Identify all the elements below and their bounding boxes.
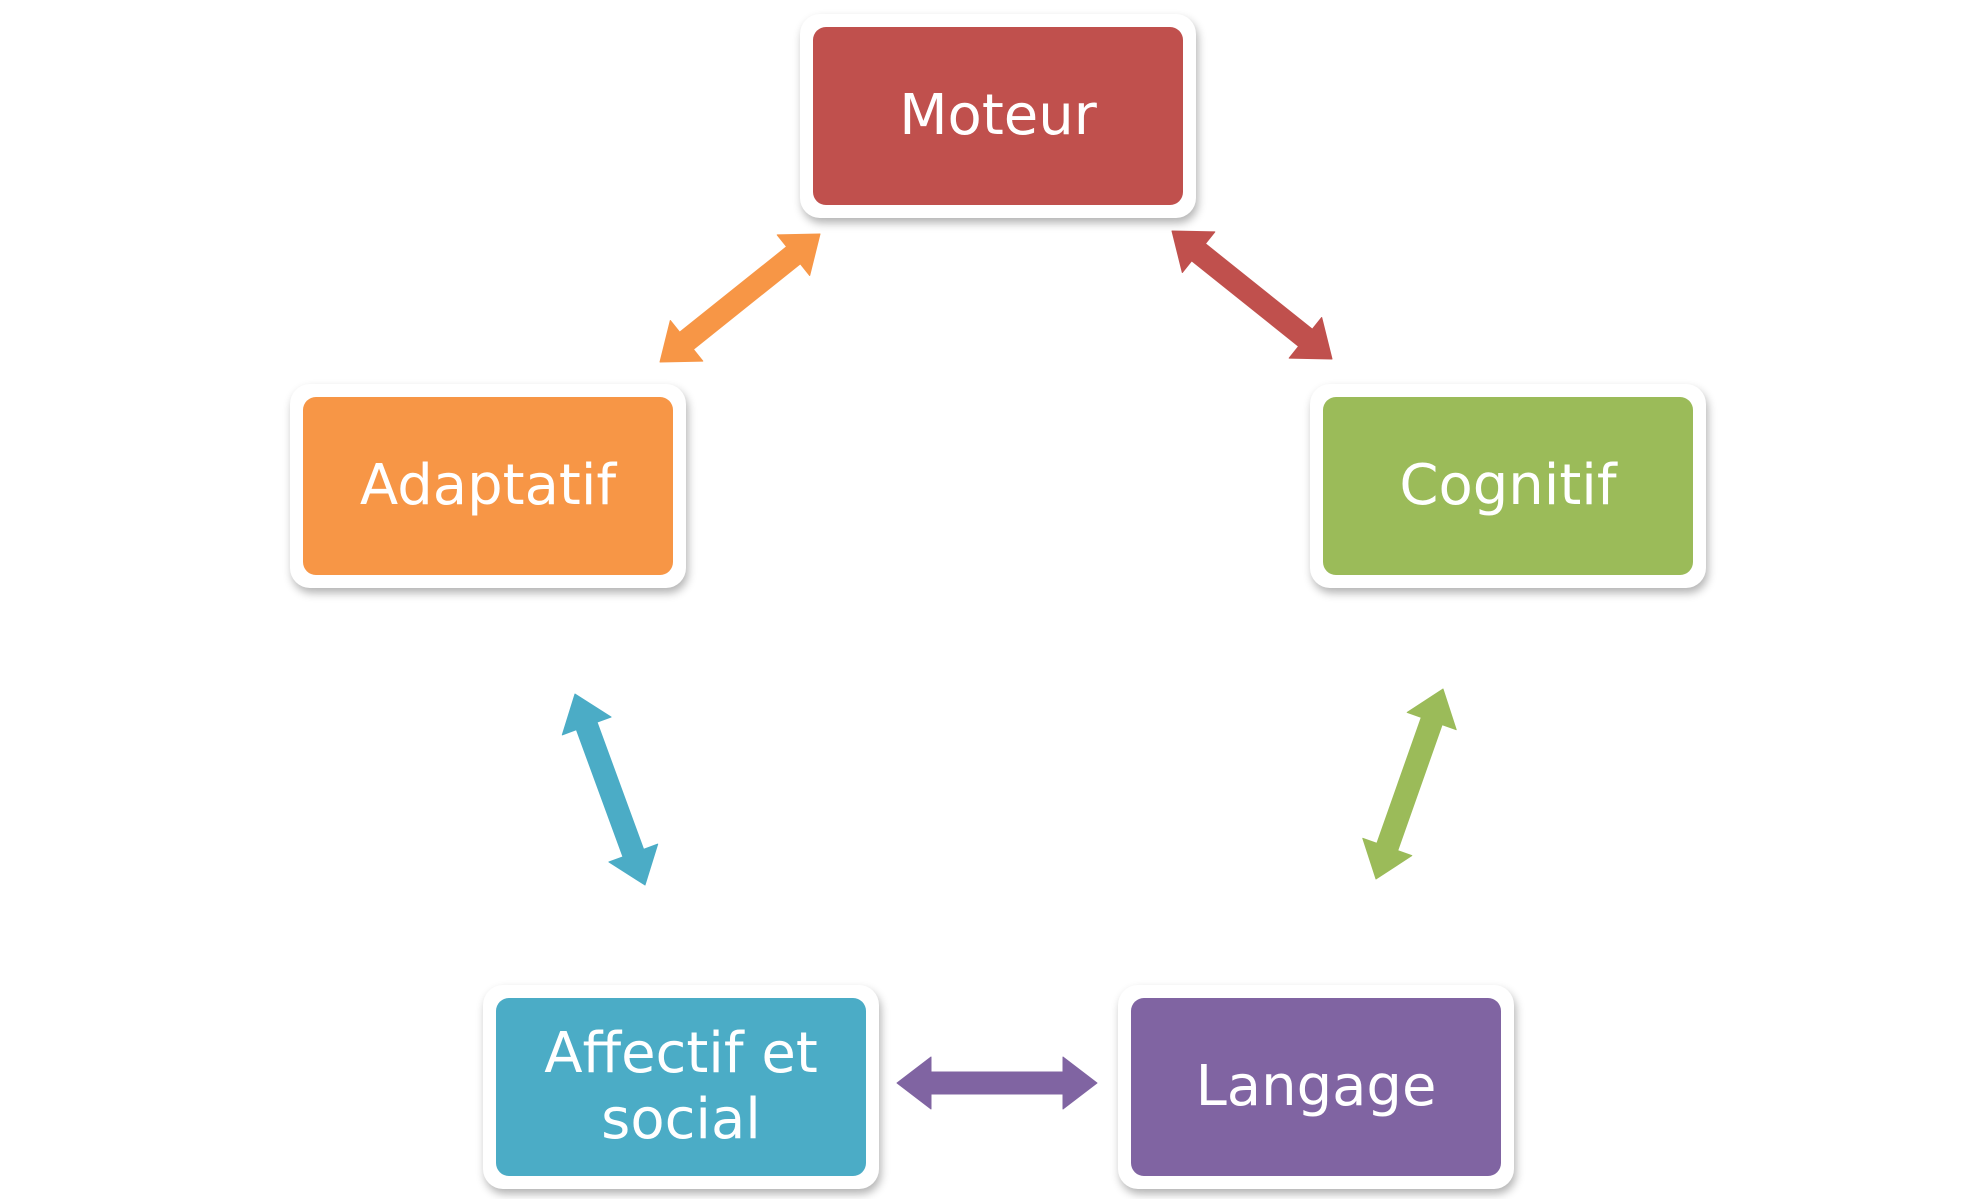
node-adaptatif: Adaptatif	[290, 384, 686, 588]
node-langage: Langage	[1118, 985, 1514, 1189]
arrow-langage-affectif	[896, 1056, 1098, 1110]
node-cognitif: Cognitif	[1310, 384, 1706, 588]
arrow-adaptatif-moteur	[659, 233, 821, 363]
node-adaptatif-label: Adaptatif	[303, 397, 673, 575]
node-affectif-et-social-label: Affectif et social	[496, 998, 866, 1176]
arrow-moteur-cognitif	[1171, 230, 1333, 360]
node-moteur: Moteur	[800, 14, 1196, 218]
node-langage-label: Langage	[1131, 998, 1501, 1176]
node-affectif-et-social: Affectif et social	[483, 985, 879, 1189]
node-cognitif-label: Cognitif	[1323, 397, 1693, 575]
arrow-cognitif-langage	[1362, 688, 1457, 880]
node-moteur-label: Moteur	[813, 27, 1183, 205]
arrow-affectif-adaptatif	[561, 693, 659, 886]
